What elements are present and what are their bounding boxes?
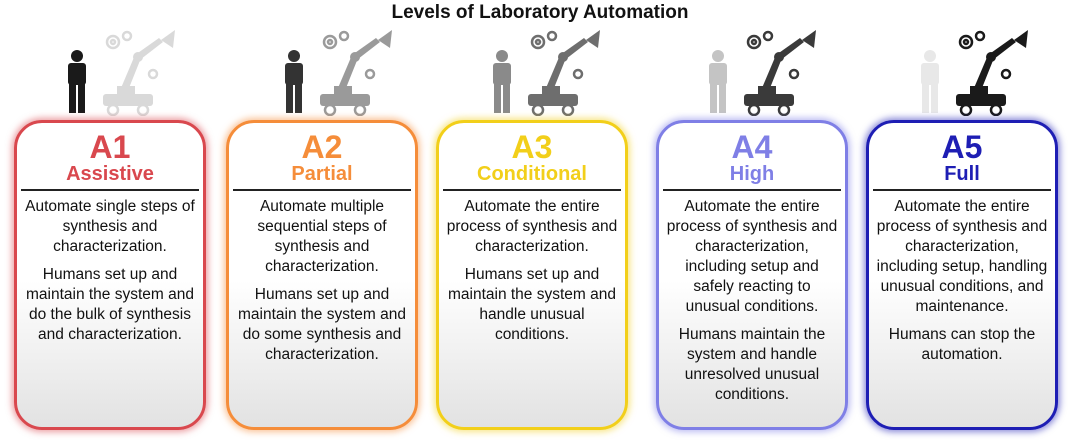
robot-arm-icon [528,30,600,116]
level-human-role-text: Humans set up and maintain the system an… [447,266,616,343]
robot-arm-icon [320,30,392,116]
level-figure-a1 [65,28,185,116]
level-name: Partial [291,163,353,185]
level-automation-text: Automate the entire process of synthesis… [446,198,618,255]
robot-arm-icon [956,30,1028,116]
level-name: High [729,163,775,185]
level-code: A1 [89,129,131,165]
level-card-a3: A3 Conditional Automate the entire proce… [436,120,628,430]
level-automation-text: Automate multiple sequential steps of sy… [257,198,387,275]
diagram-title: Levels of Laboratory Automation [391,2,689,23]
level-code: A3 [511,129,553,165]
level-figure-a2 [282,28,402,116]
human-icon [921,50,939,113]
robot-arm-icon [103,30,175,116]
divider [21,189,199,191]
level-figure-a4 [706,28,826,116]
human-icon [709,50,727,113]
level-code: A2 [301,129,343,165]
level-human-role-text: Humans set up and maintain the system an… [237,286,406,363]
level-human-role-text: Humans maintain the system and handle un… [678,326,826,403]
level-human-role-text: Humans can stop the automation. [888,326,1036,363]
level-name: Assistive [66,163,154,185]
level-card-a1: A1 Assistive Automate single steps of sy… [14,120,206,430]
human-icon [493,50,511,113]
level-name: Full [944,163,980,185]
level-card-a2: A2 Partial Automate multiple sequential … [226,120,418,430]
level-card-a4: A4 High Automate the entire process of s… [656,120,848,430]
level-card-a5: A5 Full Automate the entire process of s… [866,120,1058,430]
level-figure-a5 [918,28,1038,116]
level-code: A4 [731,129,773,165]
human-icon [68,50,86,113]
level-automation-text: Automate single steps of synthesis and c… [25,198,195,255]
level-code: A5 [941,129,983,165]
level-human-role-text: Humans set up and maintain the system an… [25,266,194,343]
divider [873,189,1051,191]
divider [233,189,411,191]
level-automation-text: Automate the entire process of synthesis… [666,198,838,315]
human-icon [285,50,303,113]
level-figure-a3 [490,28,610,116]
level-automation-text: Automate the entire process of synthesis… [876,198,1048,315]
level-name: Conditional [477,163,587,185]
robot-arm-icon [744,30,816,116]
divider [443,189,621,191]
divider [663,189,841,191]
